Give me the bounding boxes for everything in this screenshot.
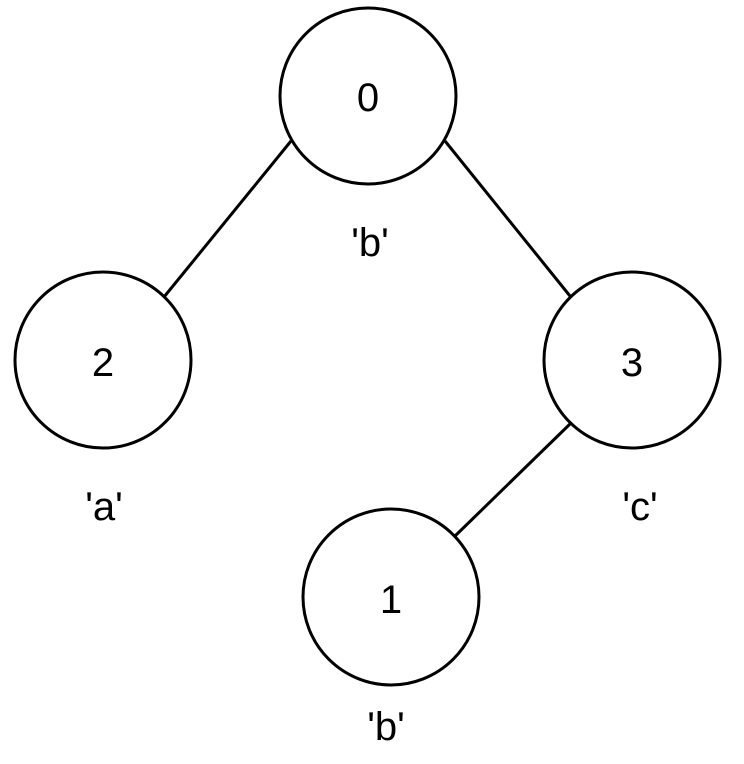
node-circle	[301, 507, 481, 687]
node-label: 'b'	[351, 221, 389, 265]
node-id: 2	[92, 341, 114, 385]
tree-node-3: 3 'c'	[542, 270, 722, 529]
tree-node-2: 2 'a'	[13, 270, 193, 529]
node-id: 0	[357, 76, 379, 120]
edge-0-3	[443, 140, 572, 297]
node-label: 'c'	[622, 485, 657, 529]
tree-node-0: 0 'b'	[278, 6, 458, 265]
node-circle	[13, 270, 193, 450]
edge-0-2	[162, 140, 293, 298]
edge-3-1	[452, 422, 572, 539]
node-label: 'a'	[85, 485, 123, 529]
node-id: 3	[621, 341, 643, 385]
tree-node-1: 1 'b'	[301, 507, 481, 749]
node-circle	[542, 270, 722, 450]
node-id: 1	[380, 578, 402, 622]
node-circle	[278, 6, 458, 186]
node-label: 'b'	[367, 705, 405, 749]
